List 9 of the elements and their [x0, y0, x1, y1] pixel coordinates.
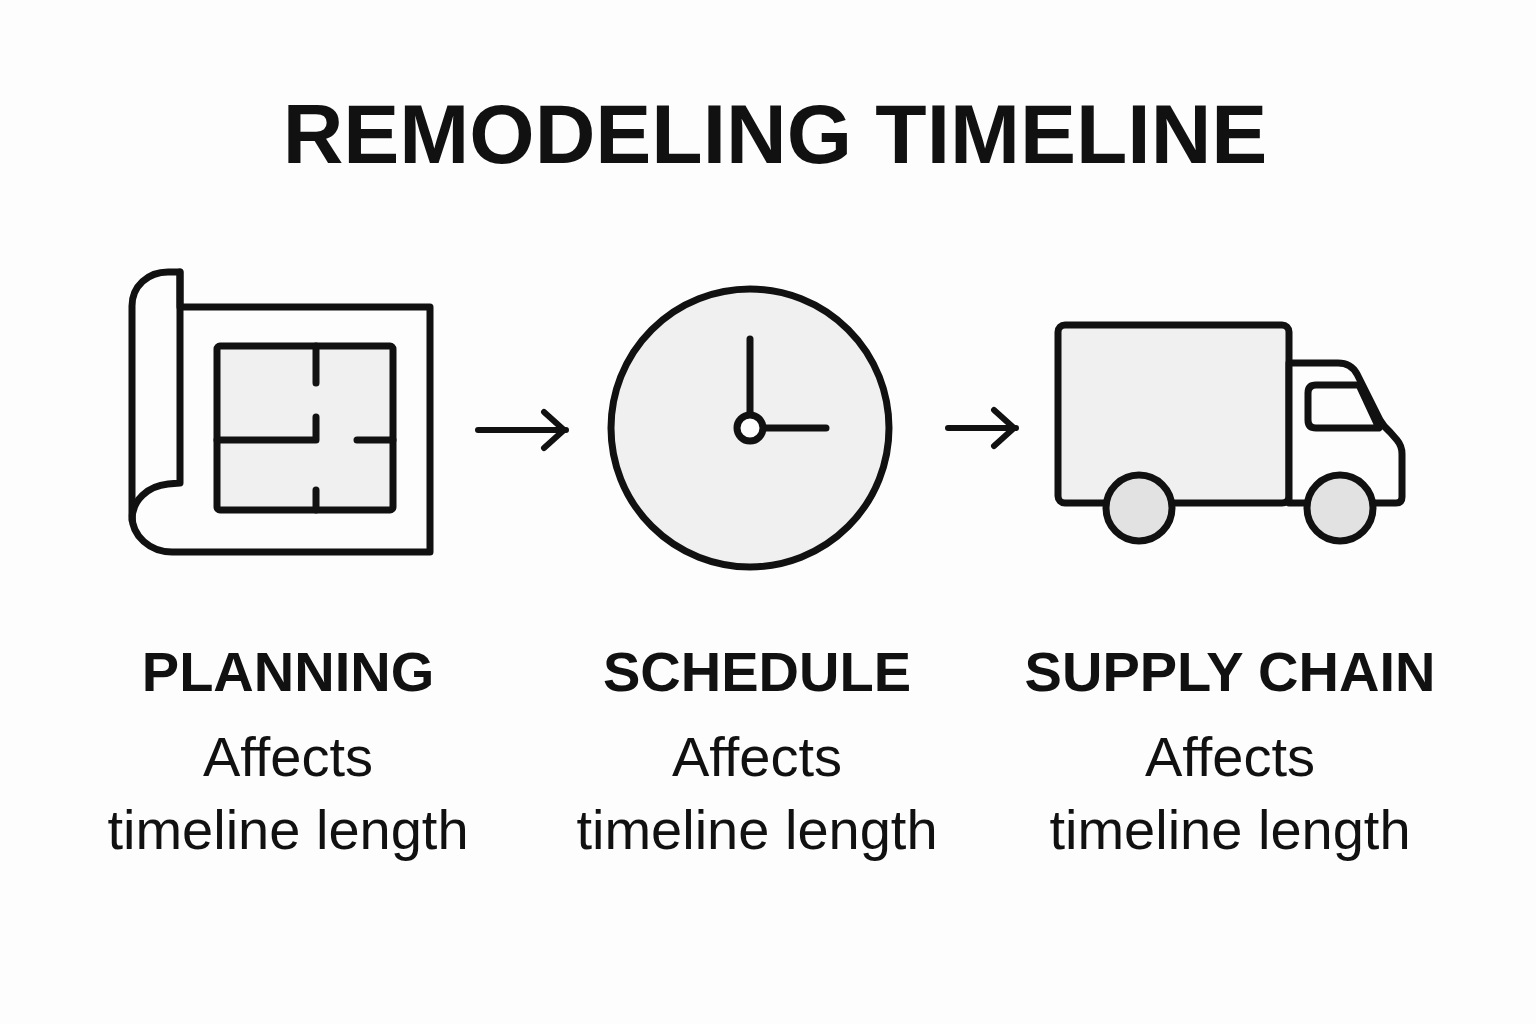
step-description: Affects timeline length [575, 724, 939, 863]
step-heading: SUPPLY CHAIN [1024, 644, 1436, 700]
arrow [475, 409, 569, 451]
step-heading: SCHEDULE [603, 644, 911, 700]
step-description: Affects timeline length [106, 724, 470, 863]
arrow [945, 407, 1019, 449]
step-description: Affects timeline length [1048, 724, 1412, 863]
diagram-title: REMODELING TIMELINE [282, 92, 1268, 176]
step-heading: PLANNING [141, 644, 435, 700]
